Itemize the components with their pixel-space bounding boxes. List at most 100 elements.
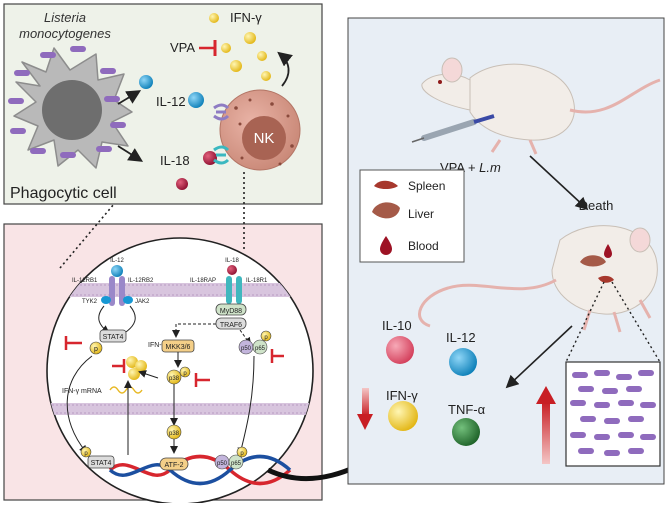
il18-label: IL-18	[160, 153, 190, 168]
il10-label: IL-10	[382, 318, 412, 333]
stat4-node	[99, 329, 127, 343]
ifng-particles	[209, 13, 271, 81]
arrow-p38-to-ifng	[138, 370, 159, 379]
arrow-traf6-to-nfkb	[239, 329, 252, 346]
il18-ligand	[227, 265, 237, 275]
arrow-to-cytokines	[505, 325, 573, 389]
legend-liver: Liver	[408, 207, 434, 221]
myd88-node	[215, 303, 247, 316]
p65-node	[252, 339, 268, 355]
arrow-nk-to-ifng	[277, 51, 293, 87]
il12rb2-label: IL-12RB2	[128, 278, 154, 284]
arrow-to-death	[529, 155, 589, 211]
dna-helix	[108, 454, 292, 486]
atf2-label: ATF-2	[165, 462, 184, 469]
p50-nuclear-label: p50	[217, 461, 228, 467]
nk-nucleus	[242, 116, 286, 160]
phospho-p65-nuclear	[236, 446, 248, 458]
il12-receptor-complex	[101, 265, 133, 306]
il10-sphere	[386, 336, 414, 364]
inhibit-ifng-icon	[112, 359, 126, 373]
phospho-p65	[260, 330, 272, 342]
il12-particle	[139, 75, 153, 89]
nuclear-membrane	[47, 403, 313, 415]
pathogen-label-line1: Listeria	[44, 10, 86, 25]
phagocytic-cell-label: Phagocytic cell	[10, 185, 117, 202]
dead-mouse-spleen	[598, 275, 614, 283]
nk-cell: NK	[213, 89, 301, 171]
phagocytic-cell	[13, 47, 133, 169]
tnfa-label: TNF-α	[448, 402, 486, 417]
spleen-icon	[374, 180, 398, 189]
traf6-label: TRAF6	[220, 322, 242, 329]
arrow-traf6-to-mkk	[172, 323, 216, 338]
p65-label: p65	[255, 346, 266, 352]
arrow-to-il18	[117, 145, 144, 162]
p38-label: p38	[169, 376, 180, 382]
mouse-treated	[421, 57, 661, 155]
phospho-p65-label: p	[264, 335, 268, 341]
il12rb1-label: IL-12RB1	[72, 278, 98, 284]
bacterium	[30, 148, 46, 154]
zoom-line-left	[59, 203, 115, 269]
myd88-label: MyD88	[220, 308, 242, 315]
bacterium	[14, 70, 30, 76]
right-panel: VPA + L.m Death Spleen Liver Blood	[347, 17, 665, 485]
p65-nuclear-label: p65	[231, 461, 242, 467]
phospho-p65-nuclear-label: p	[240, 451, 244, 457]
bacterium	[110, 122, 126, 128]
arrow-nfkb-to-nucleus	[237, 355, 255, 456]
zoom-line-mouse-right	[611, 281, 661, 363]
p50-label: p50	[241, 346, 252, 352]
il18-receptor-ligand-label: IL-18	[225, 258, 239, 264]
ifng-inner-particle	[135, 360, 147, 372]
dead-mouse-blood	[604, 244, 612, 258]
syringe-icon	[411, 114, 495, 143]
nk-granules	[234, 98, 294, 166]
bacteria-cluster	[570, 370, 656, 456]
vpa-inhibition-icon	[199, 40, 217, 56]
phospho-stat4-nuclear-label: p	[84, 451, 88, 457]
stat4-nuclear-node	[87, 455, 115, 469]
mrna-strand	[109, 386, 143, 394]
il12-sphere	[449, 348, 477, 376]
tyk2-label: TYK2	[82, 299, 98, 305]
inhibit-p38-icon	[194, 373, 210, 387]
bacterium	[96, 146, 112, 152]
bacterium	[40, 52, 56, 58]
stat4-nuclear-label: STAT4	[91, 460, 112, 467]
il12-particle	[188, 92, 204, 108]
ifng-inner-particle	[128, 368, 140, 380]
signaling-panel: IL-12 IL-12RB1 IL-12RB2 TYK2 JAK2 IL-18 …	[3, 172, 323, 505]
il18r1-label: IL-18R1	[246, 278, 268, 284]
vpa-label-top: VPA	[170, 40, 195, 55]
il12-right-label: IL-12	[446, 330, 476, 345]
atf2-node	[159, 457, 189, 471]
tyk2-kinase	[101, 296, 111, 304]
bacterial-load-box	[565, 361, 661, 467]
il18-particle	[203, 151, 217, 165]
phospho-stat4-nuclear	[80, 446, 92, 458]
il12-ligand	[111, 265, 123, 277]
legend-blood: Blood	[408, 239, 439, 253]
ifng-right-label: IFN-γ	[386, 388, 418, 403]
decrease-arrow-icon	[357, 388, 373, 430]
arrow-to-il12	[117, 90, 142, 105]
ifng-label-top: IFN-γ	[230, 10, 262, 25]
increase-arrow-icon	[536, 386, 556, 464]
nk-label: NK	[254, 130, 275, 147]
phospho-label: p	[94, 346, 98, 353]
phospho-stat4	[89, 341, 103, 355]
pathogen-label-line2: monocytogenes	[19, 26, 111, 41]
phagocyte-nucleus	[42, 80, 102, 140]
top-left-panel: Listeria monocytogenes Phagocytic cell	[3, 3, 323, 205]
dead-mouse-tail	[418, 278, 557, 328]
arrow-stat4-to-nucleus	[66, 355, 93, 454]
treatment-pathogen: L.m	[479, 160, 501, 175]
bacterium	[60, 152, 76, 158]
tnfa-sphere	[452, 418, 480, 446]
bacterium	[100, 68, 116, 74]
phospho-p38	[179, 366, 191, 378]
mouse-dead	[418, 225, 658, 333]
